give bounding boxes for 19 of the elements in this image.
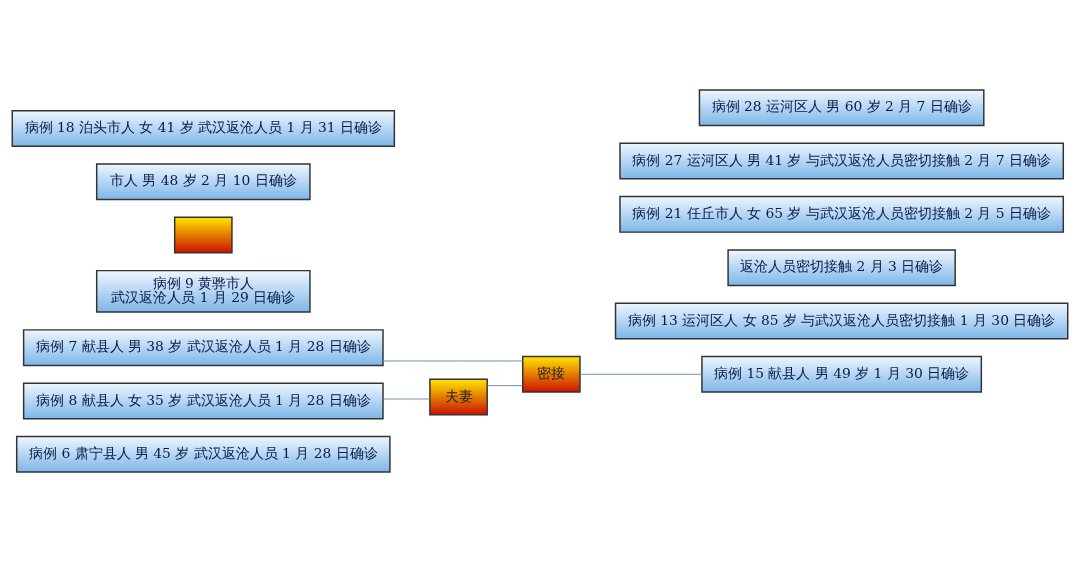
node-box: 病例 15 献县人 男 49 岁 1 月 30 日确诊 [701,355,983,393]
node-box: 夫妻 [429,378,488,416]
node-box: 病例 21 任丘市人 女 65 岁 与武汉返沧人员密切接触 2 月 5 日确诊 [619,195,1065,233]
node-box [173,216,233,254]
node-box: 市人 男 48 岁 2 月 10 日确诊 [95,163,311,201]
connector [486,385,523,387]
node-box: 密接 [522,355,581,393]
node-box: 病例 7 献县人 男 38 岁 武汉返沧人员 1 月 28 日确诊 [22,329,384,367]
node-box: 病例 27 运河区人 男 41 岁 与武汉返沧人员密切接触 2 月 7 日确诊 [619,142,1065,180]
connector [382,360,524,362]
node-box: 病例 6 肃宁县人 男 45 岁 武汉返沧人员 1 月 28 日确诊 [15,435,391,473]
node-box: 病例 9 黄骅市人 武汉返沧人员 1 月 29 日确诊 [95,269,311,313]
node-box: 病例 18 泊头市人 女 41 岁 武汉返沧人员 1 月 31 日确诊 [11,109,396,147]
connector [579,373,703,375]
node-box: 病例 28 运河区人 男 60 岁 2 月 7 日确诊 [698,89,985,127]
node-box: 病例 13 运河区人 女 85 岁 与武汉返沧人员密切接触 1 月 30 日确诊 [614,302,1069,340]
node-box: 返沧人员密切接触 2 月 3 日确诊 [727,249,956,287]
connector [382,398,431,400]
node-box: 病例 8 献县人 女 35 岁 武汉返沧人员 1 月 28 日确诊 [22,382,384,420]
